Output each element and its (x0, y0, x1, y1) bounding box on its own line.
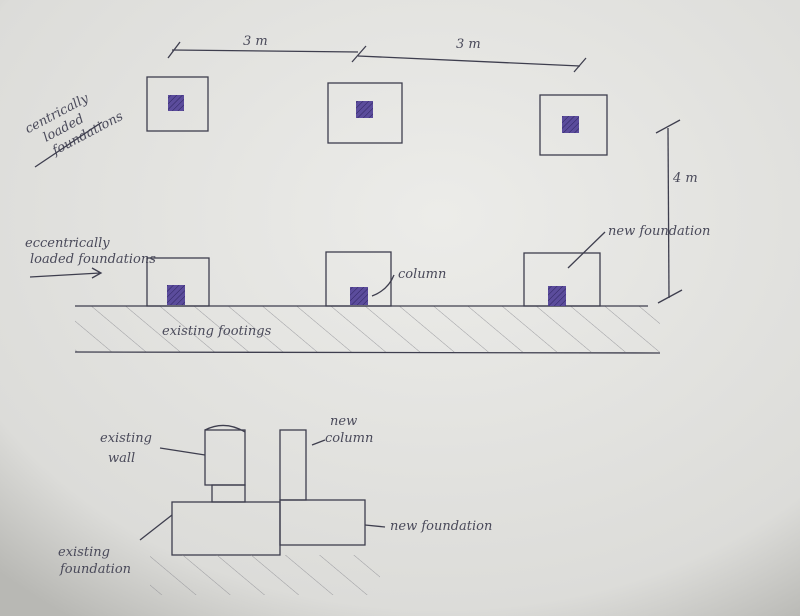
label-existing-wall-2: wall (108, 451, 135, 466)
leader-column (371, 274, 395, 297)
label-section-new-foundation: new foundation (390, 519, 492, 534)
eccentric-foundation-1 (146, 257, 210, 307)
centric-foundation-3 (539, 94, 608, 156)
column-2 (356, 101, 373, 118)
column-1 (168, 95, 184, 111)
label-new-column-1: new (330, 414, 357, 429)
column-4 (167, 285, 185, 305)
leader-new-foundation (567, 231, 606, 269)
label-existing-foundation-1: existing (58, 545, 110, 560)
dim-span-1: 3 m (243, 34, 268, 49)
arrow-centric (34, 121, 103, 168)
eccentric-foundations (146, 251, 601, 307)
dim-span-2: 3 m (456, 37, 481, 52)
label-existing-wall-1: existing (100, 431, 152, 446)
ground-hatch (150, 555, 380, 595)
existing-footings (75, 306, 660, 352)
label-new-column-2: column (325, 431, 373, 446)
label-existing-footings: existing footings (162, 324, 272, 339)
centric-foundation-1 (146, 76, 209, 132)
label-eccentric: eccentrically loaded foundations (25, 236, 156, 279)
dimension-top: 3 m 3 m (167, 34, 587, 73)
svg-text:loaded foundations: loaded foundations (30, 252, 156, 267)
centric-foundations (146, 76, 608, 156)
column-3 (562, 116, 579, 133)
section-detail (139, 424, 386, 595)
label-existing-foundation-2: foundation (59, 562, 131, 577)
new-foundation (279, 499, 366, 546)
eccentric-foundation-2 (325, 251, 392, 307)
column-5 (350, 287, 368, 305)
label-column: column (398, 267, 446, 282)
column-6 (548, 286, 566, 306)
dim-height: 4 m (672, 171, 698, 186)
dimension-vertical: 4 m (655, 119, 698, 304)
centric-foundation-2 (327, 82, 403, 144)
label-new-foundation: new foundation (608, 224, 710, 239)
svg-text:eccentrically: eccentrically (25, 236, 110, 251)
